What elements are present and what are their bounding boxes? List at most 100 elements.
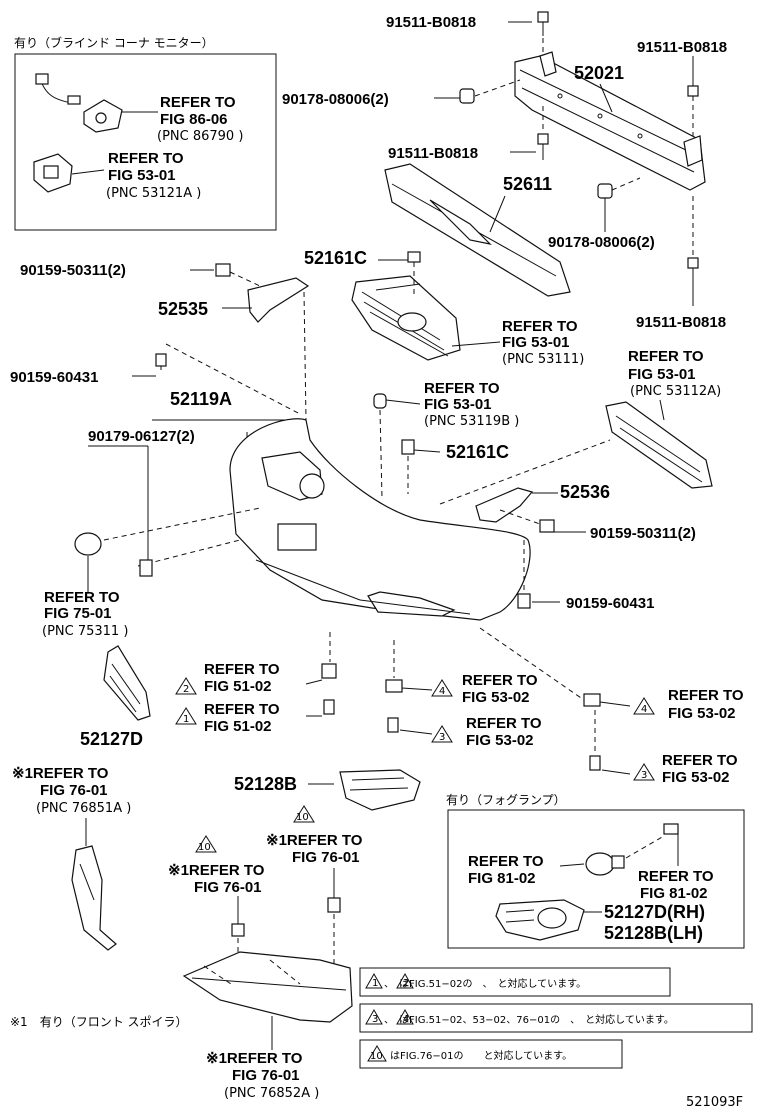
tri-num-4b: 4: [641, 704, 647, 715]
inset-blind-corner-monitor: 有り（ブラインド コーナ モニター） REFER TO FIG 86-06 (P…: [14, 35, 277, 231]
note2-tri-b: 4: [403, 1014, 409, 1025]
label-bolt-bot: 91511-B0818: [636, 314, 726, 331]
reinforcement-beam: [514, 55, 706, 191]
tri-num-2: 2: [183, 684, 189, 695]
right-bracket-group: 52536 90159-50311(2) 90159-60431: [475, 482, 696, 612]
inset-blind-ref1-l1: REFER TO: [160, 94, 236, 111]
spoiler-side-group: ※1REFER TO FIG 76-01 (PNC 76851A ): [12, 765, 131, 951]
ref-t4a-l2: FIG 53-02: [462, 689, 530, 706]
inset-fog-ref1-l2: FIG 81-02: [468, 870, 536, 887]
label-clip-c1: 52161C: [304, 248, 367, 268]
clip-icon: [385, 679, 403, 693]
lower-spoiler-group: ※1 有り（フロント スポイラ） ※1REFER TO FIG 76-01 (P…: [10, 951, 353, 1101]
screw-icon: [517, 593, 531, 609]
bolt-icon: [687, 85, 699, 97]
retainer-icon: [139, 559, 153, 577]
tri-num-3a: 3: [439, 732, 445, 743]
screw-icon: [155, 353, 167, 367]
inset-blind-ref2-pnc: (PNC 53121A ): [106, 186, 201, 201]
ref-spoiler-side-pnc: (PNC 76851A ): [36, 801, 131, 816]
tri-num-1: 1: [183, 714, 189, 725]
inset-fog-frame: [447, 809, 745, 949]
spoiler-note: ※1 有り（フロント スポイラ）: [10, 1015, 188, 1029]
bracket-left: [247, 277, 310, 323]
left-bracket-group: 90159-50311(2) 52535 90159-60431: [10, 262, 310, 421]
note2-text: 、 はFIG.51−02、53−02、76−01の 、 と対応しています。: [384, 1013, 674, 1026]
ref-center-pnc: (PNC 53119B ): [424, 414, 519, 429]
inset-blind-ref1-pnc: (PNC 86790 ): [157, 129, 243, 144]
ref-t10a-l1: ※1REFER TO: [266, 832, 363, 849]
tri-num-4a: 4: [439, 686, 445, 697]
label-screw2: 90159-50311(2): [590, 525, 696, 542]
ref-t10b-l1: ※1REFER TO: [168, 862, 265, 879]
inset-blind-ref1-l2: FIG 86-06: [160, 111, 228, 128]
label-retainer: 90179-06127(2): [88, 428, 195, 445]
ref-t2-l1: REFER TO: [204, 661, 280, 678]
label-bracket-l: 52535: [158, 299, 208, 319]
ref-emblem-l1: REFER TO: [44, 589, 120, 606]
clip-icon: [401, 439, 415, 455]
tri-num-3b: 3: [641, 770, 647, 781]
ref-t3b-l2: FIG 53-02: [662, 769, 730, 786]
nut-icon: [597, 183, 613, 199]
figure-code: 521093F: [686, 1095, 743, 1110]
label-clip-c2: 52161C: [446, 442, 509, 462]
ref-t10a-l2: FIG 76-01: [292, 849, 360, 866]
inset-fog-ref1-l1: REFER TO: [468, 853, 544, 870]
fog-lamp-icon: [585, 852, 615, 876]
label-bracket-r: 52536: [560, 482, 610, 502]
bolt-icon: [537, 133, 549, 145]
grille-emblem-icon: [397, 312, 427, 332]
ref-t3b-l1: REFER TO: [662, 752, 738, 769]
inset-fog-p1: 52127D(RH): [604, 902, 705, 922]
clip-icon: [373, 393, 387, 409]
label-bolt-top1: 91511-B0818: [386, 14, 476, 31]
ref-t4a-l1: REFER TO: [462, 672, 538, 689]
nut-icon: [459, 88, 475, 104]
ref-spoiler-low-l2: FIG 76-01: [232, 1067, 300, 1084]
energy-absorber: 52611: [384, 163, 571, 297]
license-plate-area: [277, 523, 317, 551]
inset-blind-ref2-l1: REFER TO: [108, 150, 184, 167]
screw-icon: [387, 717, 399, 733]
label-lamp-cover: 52128B: [234, 774, 297, 794]
note1-text: 、 はFIG.51−02の 、 と対応しています。: [384, 977, 586, 990]
note1-tri-b: 2: [403, 978, 409, 989]
label-screw1: 90159-50311(2): [20, 262, 126, 279]
screw-icon: [215, 263, 231, 277]
note-box-3: [359, 1039, 623, 1069]
center-ref-group: REFER TO FIG 53-01 (PNC 53119B ) 52161C: [373, 380, 519, 499]
ref-emblem-pnc: (PNC 75311 ): [42, 624, 128, 639]
bracket-right: [475, 487, 534, 523]
ref-t1-l1: REFER TO: [204, 701, 280, 718]
lower-spoiler-part: [182, 951, 353, 1023]
spoiler-clip-group: 10 ※1REFER TO FIG 76-01 10 ※1REFER TO FI…: [168, 805, 363, 970]
ref-t10b-l2: FIG 76-01: [194, 879, 262, 896]
ref-spoiler-side-l2: FIG 76-01: [40, 782, 108, 799]
emblem-icon: [74, 532, 102, 556]
ref-t4b-l1: REFER TO: [668, 687, 744, 704]
ref-center-l2: FIG 53-01: [424, 396, 492, 413]
ref-grille-pnc: (PNC 53111): [502, 352, 584, 367]
clip-icon: [583, 693, 601, 707]
note3-text: はFIG.76−01の と対応しています。: [390, 1049, 572, 1062]
note1-tri-a: 1: [372, 978, 378, 989]
ref-lower-grille-l1: REFER TO: [628, 348, 704, 365]
ref-center-l1: REFER TO: [424, 380, 500, 397]
bumper-cover: 52119A 90179-06127(2): [88, 389, 531, 621]
ref-spoiler-low-l1: ※1REFER TO: [206, 1050, 303, 1067]
tri-num-10a: 10: [296, 812, 309, 823]
inset-fog-ref2-l2: FIG 81-02: [640, 885, 708, 902]
screw-icon: [589, 755, 601, 771]
right-lamp-cover: 52128B: [234, 769, 421, 811]
label-nut2: 90178-08006(2): [548, 234, 655, 251]
inset-fog-lamp: 有り（フォグランプ） REFER TO FIG 81-02 REFER TO F…: [446, 793, 745, 949]
bumper-reinforcement: 91511-B0818 91511-B0818 52021 90178-0800…: [282, 11, 727, 331]
inset-fog-p2: 52128B(LH): [604, 923, 703, 943]
ref-t3a-l1: REFER TO: [466, 715, 542, 732]
label-lamp-l: 52127D: [80, 729, 143, 749]
fog-opening: [367, 591, 456, 617]
clip-icon: [327, 897, 341, 913]
clip-icon: [407, 251, 421, 263]
ref-spoiler-low-pnc: (PNC 76852A ): [224, 1086, 319, 1101]
